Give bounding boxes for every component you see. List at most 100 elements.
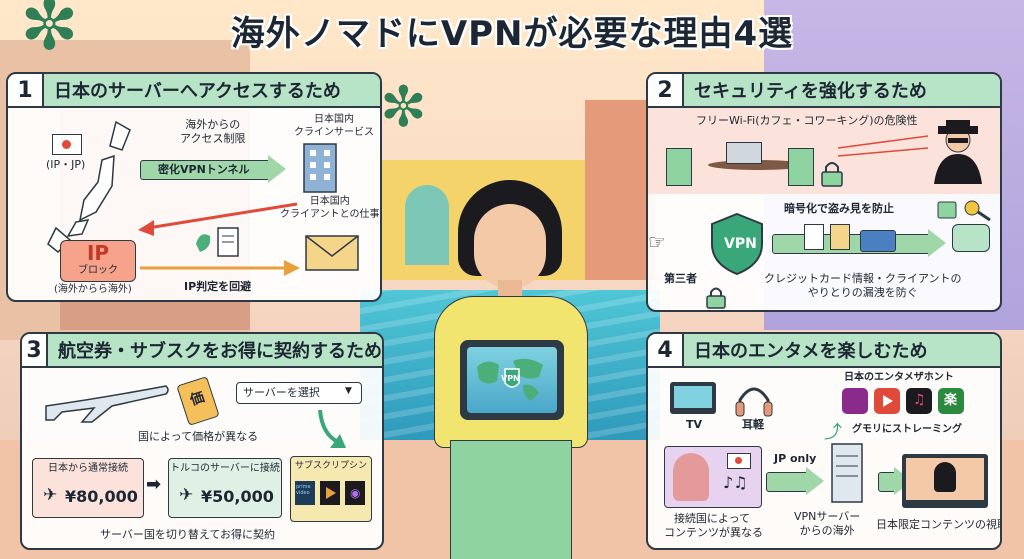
chair-icon <box>666 148 692 186</box>
vpn-server-icon <box>831 443 863 503</box>
turkey-connection-box: トルコのサーバーに接続 ✈ ¥50,000 <box>168 458 282 518</box>
pink-building <box>585 100 655 280</box>
person-face <box>474 204 546 288</box>
hacker-icon <box>934 120 982 184</box>
world-map-icon <box>477 358 543 401</box>
access-restriction-label: 海外からの アクセス制限 <box>180 118 246 145</box>
sniff-lines-icon <box>838 135 929 157</box>
palm-tree-icon: ✼ <box>20 0 79 66</box>
jp-only-arrowhead <box>806 467 824 495</box>
envelope-icon <box>305 235 359 271</box>
ip-block-badge: IP ブロック <box>60 240 136 282</box>
document-icon <box>196 227 239 257</box>
rakuten-app-icon: 楽 <box>938 388 964 414</box>
person-pants <box>450 440 572 559</box>
panel-japan-server-access: 1 日本のサーバーへアクセスするため (IP・JP) 海外からの アクセス制限 … <box>6 72 382 302</box>
pointing-hand-icon: ☞ <box>648 230 666 254</box>
document-icon <box>830 224 850 250</box>
price-tag-label: 価 <box>188 389 207 409</box>
nomad-person-illustration: VPN <box>420 180 600 559</box>
tv-icon <box>902 454 988 508</box>
encrypt-label: 暗号化で盗み見を防止 <box>784 202 894 215</box>
leak-prevent-label: クレジットカード情報・クライアントの やりとりの漏洩を防ぐ <box>764 272 962 299</box>
return-arrow-icon <box>138 202 298 236</box>
music-app-icon: ♫ <box>906 388 932 414</box>
airplane-icon: ✈ <box>179 485 194 505</box>
japan-map-icon <box>47 120 131 254</box>
page-title: 海外ノマドにVPNが必要な理由4選 <box>230 14 794 54</box>
prime-video-label: prime video <box>296 484 311 496</box>
panel-title: 日本のエンタメを楽しむため <box>694 341 928 362</box>
video-app-icon <box>874 388 900 414</box>
rakuten-app-glyph: 楽 <box>944 393 958 408</box>
server-select-dropdown[interactable]: サーバーを選択 ▼ <box>236 382 362 404</box>
japan-connection-box: 日本から通常接続 ✈ ¥80,000 <box>32 458 144 518</box>
panel-number: 4 <box>648 334 684 366</box>
content-diff-label: 接続国によって コンテンツが異なる <box>664 512 763 539</box>
laptop-icon <box>726 142 762 164</box>
price-diff-label: 国によって価格が異なる <box>138 430 259 443</box>
panel-header: 1 日本のサーバーへアクセスするため <box>8 74 380 108</box>
secure-flow-arrowhead <box>928 229 946 257</box>
price-tag-icon: 価 <box>176 376 220 426</box>
tablet-vpn-label: VPN <box>501 374 520 383</box>
panel-security: 2 セキュリティを強化するため フリーWi-Fi(カフェ・コワーキング)の危険性 <box>646 72 1002 312</box>
panel-title: セキュリティを強化するため <box>694 81 927 102</box>
tv-icon <box>670 382 716 414</box>
music-app-icon: ◉ <box>345 481 365 505</box>
vpn-shield-icon <box>711 212 763 276</box>
panel-number: 1 <box>8 74 44 106</box>
jp-limited-content-label: 日本限定コンテンツの視聴 <box>876 518 1002 531</box>
curved-arrow-icon <box>318 409 346 448</box>
panel-header: 2 セキュリティを強化するため <box>648 74 1000 108</box>
turkey-price-value: ¥50,000 <box>201 487 274 506</box>
tv-label: TV <box>686 418 703 431</box>
panel-flight-subscription: 3 航空券・サブスクをお得に契約するため 価 サーバーを選択 ▼ 国によって価格… <box>20 332 384 550</box>
ip-block-big-label: IP <box>86 241 110 265</box>
credit-card-icon <box>860 230 896 252</box>
ip-avoid-label: IP判定を回避 <box>184 280 252 293</box>
music-note-icon: ♪♫ <box>723 473 748 492</box>
panel-japanese-entertainment: 4 日本のエンタメを楽しむため TV 耳軽 日本のエンタメザホント ♫ <box>646 332 1002 550</box>
japan-flag-icon <box>52 134 82 155</box>
prime-video-icon: prime video <box>295 481 315 505</box>
ip-avoid-arrow-icon <box>140 260 300 276</box>
lock-icon <box>706 287 726 309</box>
secure-flow-arrow <box>772 234 930 254</box>
switch-server-label: サーバー国を切り替えてお得に契約 <box>100 528 276 541</box>
cafe-table <box>708 160 808 170</box>
office-building-icon <box>303 143 337 193</box>
ip-block-small-label: ブロック <box>78 265 118 276</box>
free-wifi-label: フリーWi-Fi(カフェ・コワーキング)の危険性 <box>696 114 918 127</box>
document-icon <box>804 224 824 250</box>
lock-icon <box>821 162 843 187</box>
vpn-server-label: VPNサーバー からの海外 <box>794 510 861 537</box>
tablet-screen: VPN <box>467 347 557 413</box>
jp-entertainment-apps-label: 日本のエンタメザホント <box>844 372 954 383</box>
subscription-label: サブスクリプシン <box>294 461 367 471</box>
jp-client-work-label: 日本国内 クライアントとの仕事 <box>280 196 380 220</box>
chair-icon <box>788 148 814 186</box>
panel-header: 3 航空券・サブスクをお得に契約するため <box>22 334 382 368</box>
play-icon <box>320 481 340 505</box>
chevron-down-icon: ▼ <box>345 386 352 396</box>
panel-title: 航空券・サブスクをお得に契約するため <box>58 341 382 362</box>
palm-tree-icon: ✼ <box>380 75 427 140</box>
subscription-box: サブスクリプシン prime video ◉ <box>290 456 372 522</box>
panel-number: 2 <box>648 74 684 106</box>
panel-header: 4 日本のエンタメを楽しむため <box>648 334 1000 368</box>
third-party-label: 第三者 <box>664 272 697 285</box>
villa-arch <box>405 185 449 265</box>
streaming-label: グモリにストレーミング <box>852 424 962 435</box>
panel-number: 3 <box>22 334 48 366</box>
headphones-label: 耳軽 <box>742 418 764 431</box>
vpn-shield-label: VPN <box>724 236 757 252</box>
vpn-tunnel-arrowhead <box>268 155 286 183</box>
anime-character-icon <box>673 453 709 501</box>
ip-jp-label: (IP・JP) <box>46 158 86 171</box>
japan-price-value: ¥80,000 <box>65 487 138 506</box>
vpn-tunnel-label: 密化VPNトンネル <box>158 163 250 176</box>
right-arrow-icon: ➡ <box>146 474 162 495</box>
jp-service-label: 日本国内 クラインサービス <box>294 114 374 138</box>
